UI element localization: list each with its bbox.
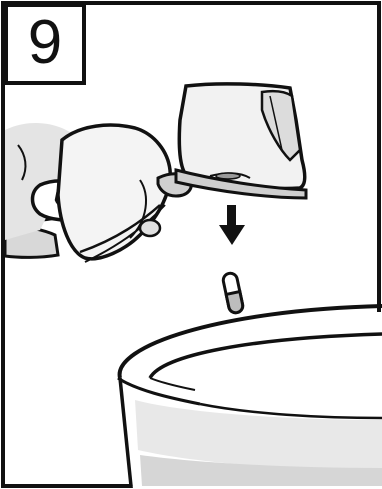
inhaler-cap-icon: [58, 125, 191, 262]
bin-icon: [118, 306, 382, 489]
step-number-box: 9: [4, 3, 86, 85]
capsule-icon: [222, 272, 244, 314]
step-number: 9: [28, 12, 62, 74]
inhaler-device-icon: [176, 84, 306, 198]
arrow-down-icon: [219, 205, 245, 245]
